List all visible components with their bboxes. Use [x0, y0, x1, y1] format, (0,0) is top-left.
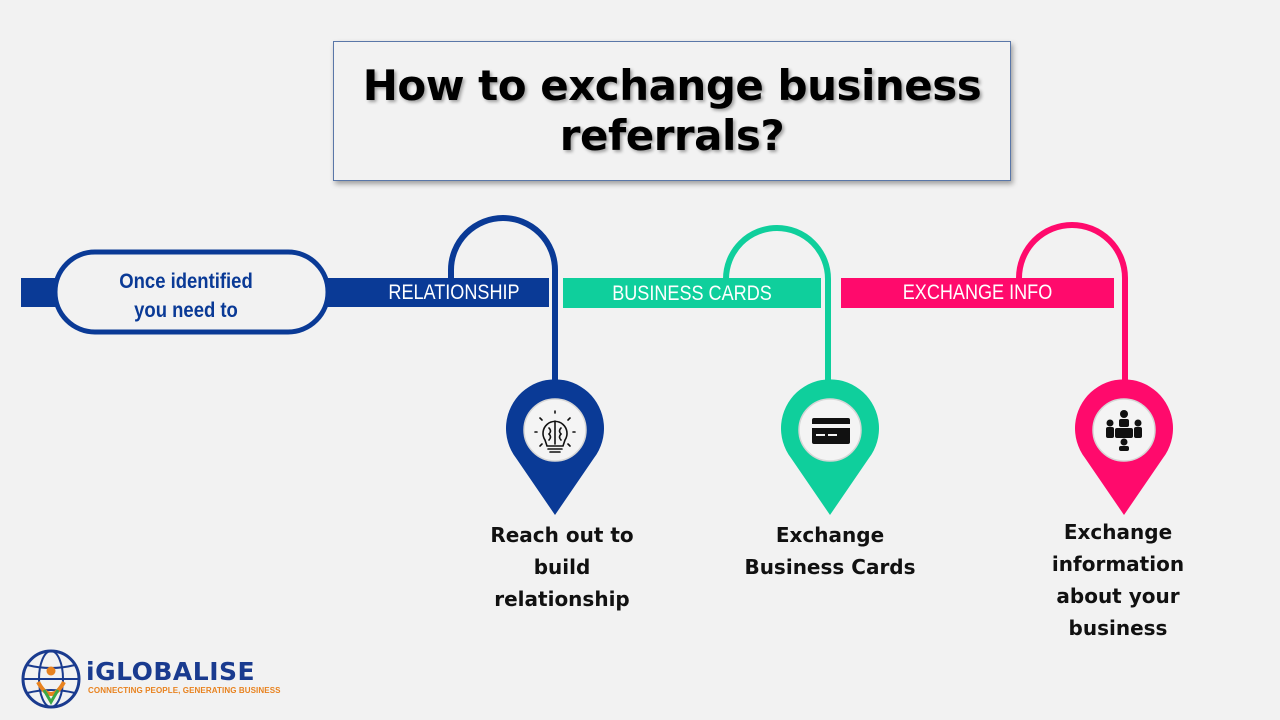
step-3-desc-line-3: about your: [1056, 584, 1180, 608]
start-pill: [52, 249, 331, 335]
step-2-desc-line-2: Business Cards: [744, 555, 916, 579]
step-1-desc-line-1: Reach out to: [490, 523, 634, 547]
logo-name: iGLOBALISE: [86, 657, 256, 686]
step-2-desc-line-1: Exchange: [775, 523, 885, 547]
start-label-line-1: Once identified: [119, 270, 253, 293]
step-1-connector: [448, 215, 558, 395]
step-3-desc-line-2: information: [1051, 552, 1185, 576]
step-3-desc-line-1: Exchange: [1063, 520, 1173, 544]
step-1-description: Reach out to build relationship: [462, 519, 662, 615]
title-box: How to exchange business referrals?: [333, 41, 1011, 181]
start-label: Once identified you need to: [75, 266, 297, 326]
step-2-connector: [723, 225, 831, 392]
brain-lightbulb-icon: [534, 410, 576, 453]
step-3-description: Exchange information about your business: [1018, 516, 1218, 644]
page-title-line-2: referrals?: [559, 111, 785, 160]
step-2-bar-label: BUSINESS CARDS: [612, 282, 772, 305]
logo-tagline: CONNECTING PEOPLE, GENERATING BUSINESS: [88, 686, 281, 695]
page-title-line-1: How to exchange business: [362, 61, 982, 110]
step-1-desc-line-3: relationship: [494, 587, 630, 611]
step-1-bar-label: RELATIONSHIP: [388, 281, 520, 304]
iglobalise-logo-icon: [21, 649, 81, 709]
step-3-desc-line-4: business: [1068, 616, 1168, 640]
step-3-connector: [1016, 222, 1128, 392]
step-3-bar-label: EXCHANGE INFO: [902, 281, 1053, 304]
step-1-desc-line-2: build: [533, 555, 591, 579]
business-card-icon: [812, 418, 850, 444]
people-meeting-icon: [1106, 410, 1142, 451]
step-2-bar: [563, 278, 821, 308]
start-label-line-2: you need to: [134, 299, 238, 322]
step-2-description: Exchange Business Cards: [720, 519, 940, 583]
step-3-bar: [841, 278, 1114, 308]
